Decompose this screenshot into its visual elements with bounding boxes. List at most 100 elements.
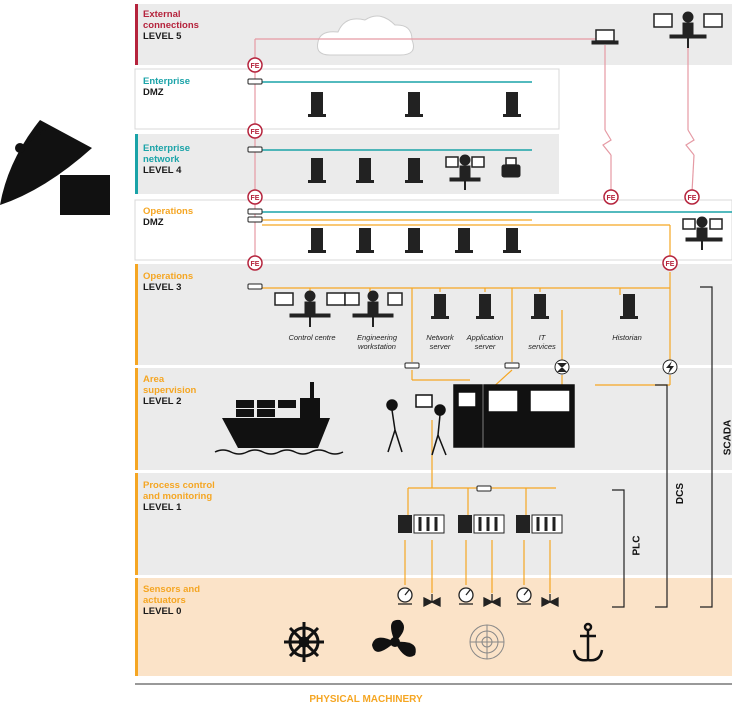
- server-icon: [476, 294, 494, 319]
- cloud-icon: [317, 15, 414, 56]
- accent-bar-level0: [135, 578, 138, 676]
- valve-icon: [423, 594, 441, 608]
- firewall-icon: FE: [684, 189, 700, 205]
- server-icon: [308, 228, 326, 253]
- enterprise-dmz-label: Enterprise DMZ: [143, 76, 190, 98]
- level-name: DMZ: [143, 217, 164, 228]
- valve-icon: [541, 594, 559, 608]
- workstation-icons: [274, 11, 723, 327]
- plc-bracket: [612, 489, 625, 608]
- server-icon: [431, 294, 449, 319]
- laptop-icon: [591, 29, 619, 45]
- server-icon: [531, 294, 549, 319]
- physical-machinery-label: PHYSICAL MACHINERY: [309, 694, 423, 705]
- application-server-caption: Application server: [466, 333, 504, 351]
- gauge-icon: [458, 587, 474, 605]
- control-centre-icon: [274, 290, 346, 327]
- satellite-dish-icon: [0, 120, 110, 215]
- power-icon: [662, 359, 678, 375]
- firewall-icon: FE: [247, 255, 263, 271]
- server-icon: [356, 228, 374, 253]
- operator-workstation-icon: [653, 11, 723, 48]
- level-name: LEVEL 4: [143, 165, 182, 176]
- svg-text:FE: FE: [666, 261, 675, 268]
- level-title: Process control and monitoring: [143, 480, 215, 502]
- switch-icon: [247, 208, 263, 215]
- switch-icon: [504, 362, 520, 369]
- engineering-workstation-icon: [344, 290, 403, 327]
- band-level4: [135, 134, 559, 194]
- server-icon: [405, 92, 423, 117]
- server-icon: [308, 92, 326, 117]
- bracket-lines: [612, 286, 713, 608]
- server-icon: [620, 294, 638, 319]
- sensor-actuator-icons: [397, 587, 559, 608]
- switch-icon: [476, 485, 492, 492]
- server-icon: [405, 158, 423, 183]
- svg-text:FE: FE: [688, 195, 697, 202]
- accent-bar-level5: [135, 4, 138, 65]
- plc-icon: [516, 514, 563, 534]
- level-title: Enterprise: [143, 76, 190, 87]
- server-icon: [455, 228, 473, 253]
- band-enterprise-dmz: [134, 68, 560, 130]
- level4-label: Enterprise network LEVEL 4: [143, 143, 190, 176]
- dcs-bracket: [655, 384, 668, 608]
- control-centre-caption: Control centre: [288, 333, 336, 342]
- accent-bar-level1: [135, 473, 138, 575]
- external-links: [254, 38, 695, 262]
- propeller-icon: [372, 619, 416, 657]
- accent-bar-level2: [135, 368, 138, 470]
- server-icon: [308, 158, 326, 183]
- server-icon: [356, 158, 374, 183]
- level-title: External connections: [143, 9, 199, 31]
- level-name: LEVEL 2: [143, 396, 182, 407]
- it-services-caption: IT services: [528, 333, 556, 351]
- firewall-icon: FE: [603, 189, 619, 205]
- level-title: Operations: [143, 206, 194, 217]
- dcs-label: DCS: [675, 482, 687, 505]
- server-icon: [503, 228, 521, 253]
- server-icon: [503, 92, 521, 117]
- engineering-workstation-caption: Engineering workstation: [356, 333, 398, 351]
- level-name: LEVEL 3: [143, 282, 182, 293]
- level-name: LEVEL 0: [143, 606, 182, 617]
- operations-dmz-label: Operations DMZ: [143, 206, 193, 228]
- level-title: Sensors and actuators: [143, 584, 201, 606]
- plc-icon: [458, 514, 505, 534]
- plc-label: PLC: [631, 535, 643, 556]
- operators-at-console-icon: [386, 384, 575, 456]
- level1-label: Process control and monitoring LEVEL 1: [143, 480, 215, 513]
- radar-icon: [469, 624, 505, 660]
- svg-text:FE: FE: [251, 261, 260, 268]
- valve-icon: [483, 594, 501, 608]
- firewall-icon: FE: [247, 57, 263, 73]
- ship-wheel-icon: [284, 622, 324, 662]
- firewall-icon: FE: [662, 255, 678, 271]
- band-level5: [135, 4, 732, 65]
- server-icon: [405, 228, 423, 253]
- operator-workstation-icon: [445, 154, 485, 190]
- switch-icon: [247, 216, 263, 223]
- gauge-icon: [516, 587, 532, 605]
- level3-label: Operations LEVEL 3: [143, 271, 193, 293]
- printer-icon: [501, 157, 521, 178]
- svg-text:FE: FE: [251, 63, 260, 70]
- accent-bar-level4: [135, 134, 138, 194]
- firewall-icon: FE: [247, 189, 263, 205]
- level-title: Enterprise network: [143, 143, 190, 165]
- gauge-icon: [397, 587, 413, 605]
- operator-workstation-icon: [682, 216, 723, 250]
- ship-icon: [214, 382, 344, 455]
- accent-bar-level3: [135, 264, 138, 365]
- level5-label: External connections LEVEL 5: [143, 9, 199, 42]
- firewall-icons: FE FE FE FE FE FE FE: [247, 57, 700, 271]
- level-name: LEVEL 1: [143, 502, 182, 513]
- server-icons: [308, 92, 638, 319]
- svg-text:FE: FE: [251, 195, 260, 202]
- switch-icons: [247, 78, 520, 492]
- level-title: Operations: [143, 271, 194, 282]
- svg-text:FE: FE: [607, 195, 616, 202]
- scada-bracket: [700, 286, 713, 608]
- network-server-caption: Network server: [426, 333, 454, 351]
